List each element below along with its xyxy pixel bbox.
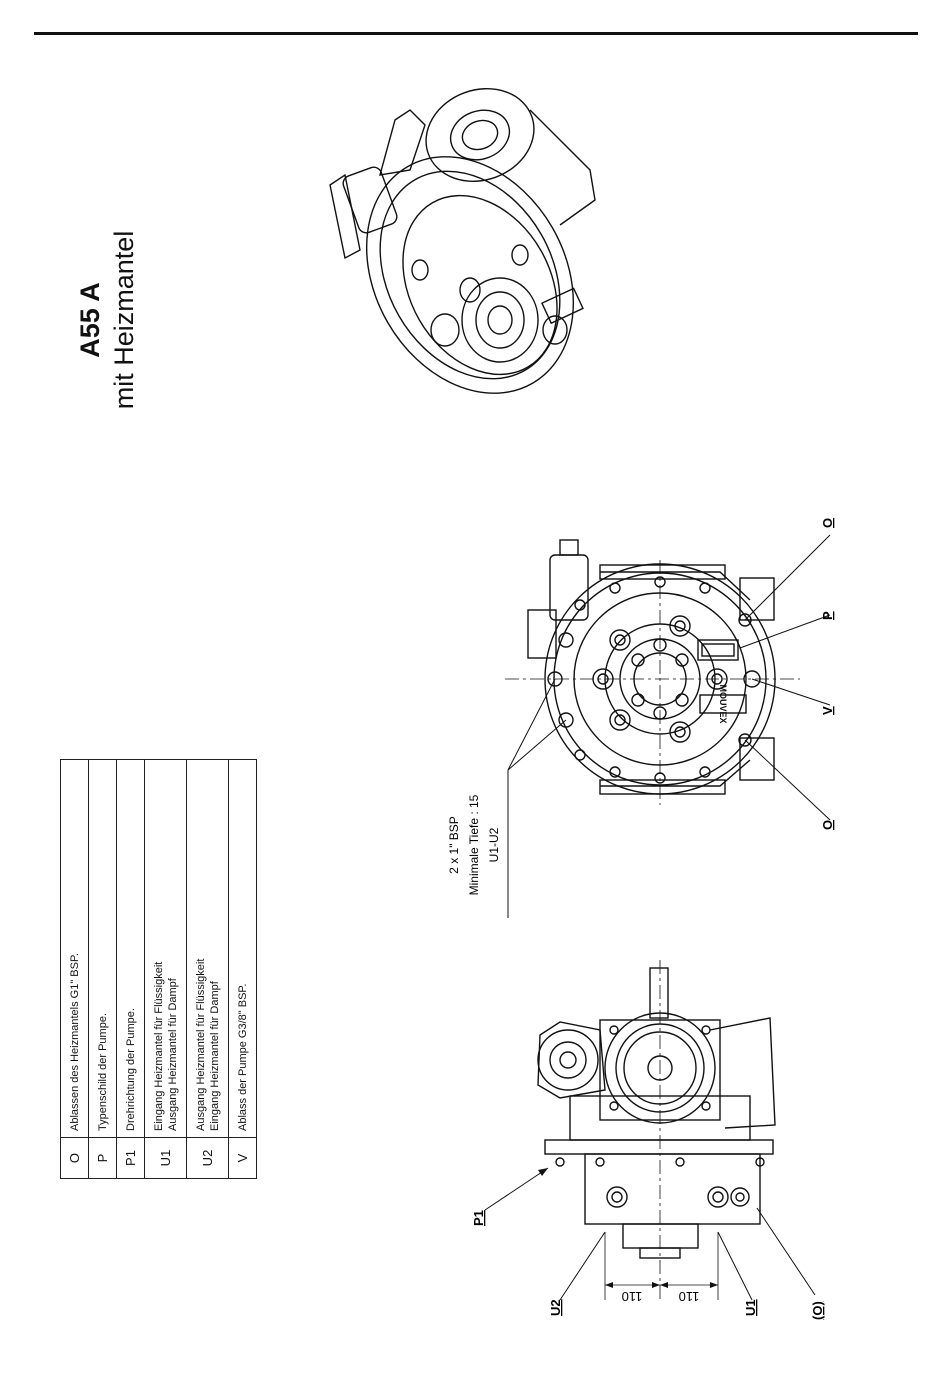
callout-o-paren: (O): [810, 1301, 825, 1320]
callout-u1: U1: [743, 1299, 758, 1316]
side-pump-view: [484, 960, 816, 1301]
note-min-depth: Minimale Tiefe : 15: [467, 794, 481, 895]
callout-u2: U2: [548, 1299, 563, 1316]
callout-p1: P1: [471, 1210, 486, 1226]
dimension-right: 110: [679, 1289, 700, 1304]
callout-v: V: [820, 706, 835, 715]
top-rule: [34, 32, 918, 35]
note-bsp: 2 x 1" BSP: [447, 816, 461, 874]
note-u1-u2: U1-U2: [487, 827, 501, 862]
isometric-pump-view: [329, 88, 596, 394]
dimension-left: 110: [622, 1289, 643, 1304]
callout-o-top: O: [820, 518, 835, 528]
callout-o-bottom: O: [820, 820, 835, 830]
brand-mark: MOUVEX: [718, 684, 728, 723]
callout-p: P: [820, 611, 835, 620]
front-pump-view: MOUVEX: [505, 534, 831, 918]
